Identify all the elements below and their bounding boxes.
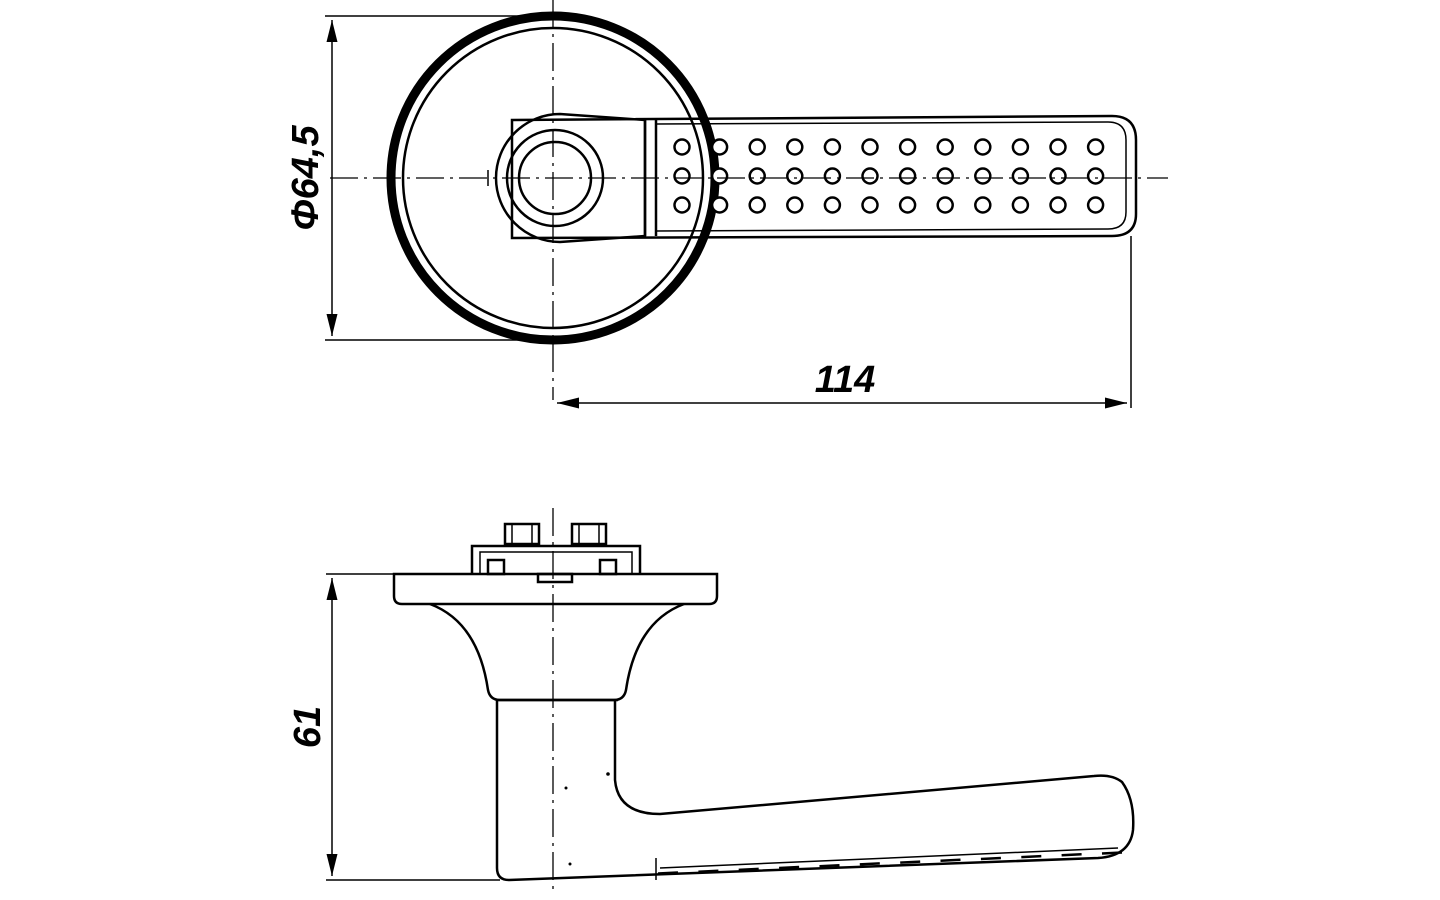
grip-hole [861,196,879,214]
grip-hole [974,138,992,156]
lever-side-profile [495,700,1135,882]
diameter-label: Φ64,5 [285,125,327,231]
grip-hole [1011,138,1030,156]
grip-hole [1011,196,1030,214]
grip-holes [673,138,1105,214]
grip-dash [940,858,961,863]
rosette-plate [392,572,719,606]
grip-dash [698,869,719,873]
length-label: 114 [815,359,876,401]
grip-hole [936,138,954,156]
grip-hole [1086,167,1105,185]
grip-hole [710,138,729,156]
grip-hole [861,167,879,185]
grip-hole [936,167,954,185]
grip-hole [898,138,917,156]
rosette-neck [429,602,685,702]
grip-dash [779,865,800,870]
grip-edge-line [659,847,1119,869]
grip-hole [748,196,766,214]
grip-hole [673,196,691,214]
grip-hole [748,167,766,185]
ref-dot-c [568,862,572,866]
grip-hole [1049,196,1067,214]
grip-dashes [657,851,1123,875]
grip-hole [1011,167,1030,185]
top-view: Φ64,5 114 [285,0,1168,409]
ref-dot-a [606,772,610,776]
grip-hole [1049,138,1067,156]
grip-hole [1086,138,1105,156]
grip-hole [710,167,729,185]
grip-dash [738,867,759,872]
grip-dash [819,863,840,868]
lever-inner-outline [655,121,1127,232]
grip-hole [786,196,804,214]
grip-dash [859,862,880,866]
grip-hole [861,138,879,156]
side-view: 61 [287,508,1135,895]
hub [494,112,647,244]
grip-dash [900,860,921,864]
grip-hole [898,196,917,214]
grip-dash [1101,851,1123,855]
grip-dash [1021,854,1042,859]
grip-hole [823,167,842,185]
grip-hole [823,196,842,214]
lever-body [510,114,1138,240]
grip-hole [673,138,691,156]
ref-dot-b [564,786,568,790]
grip-hole [786,138,804,156]
grip-hole [936,196,954,214]
grip-hole [974,167,992,185]
height-label: 61 [287,706,329,748]
grip-hole [898,167,917,185]
grip-hole [673,167,691,185]
grip-hole [823,138,842,156]
grip-hole [1049,167,1067,185]
grip-hole [1086,196,1105,214]
grip-dash [980,856,1001,861]
grip-hole [748,138,766,156]
grip-hole [974,196,992,214]
grip-dash [657,871,679,875]
grip-dash [1061,853,1082,857]
grip-hole [786,167,804,185]
grip-hole [710,196,729,214]
